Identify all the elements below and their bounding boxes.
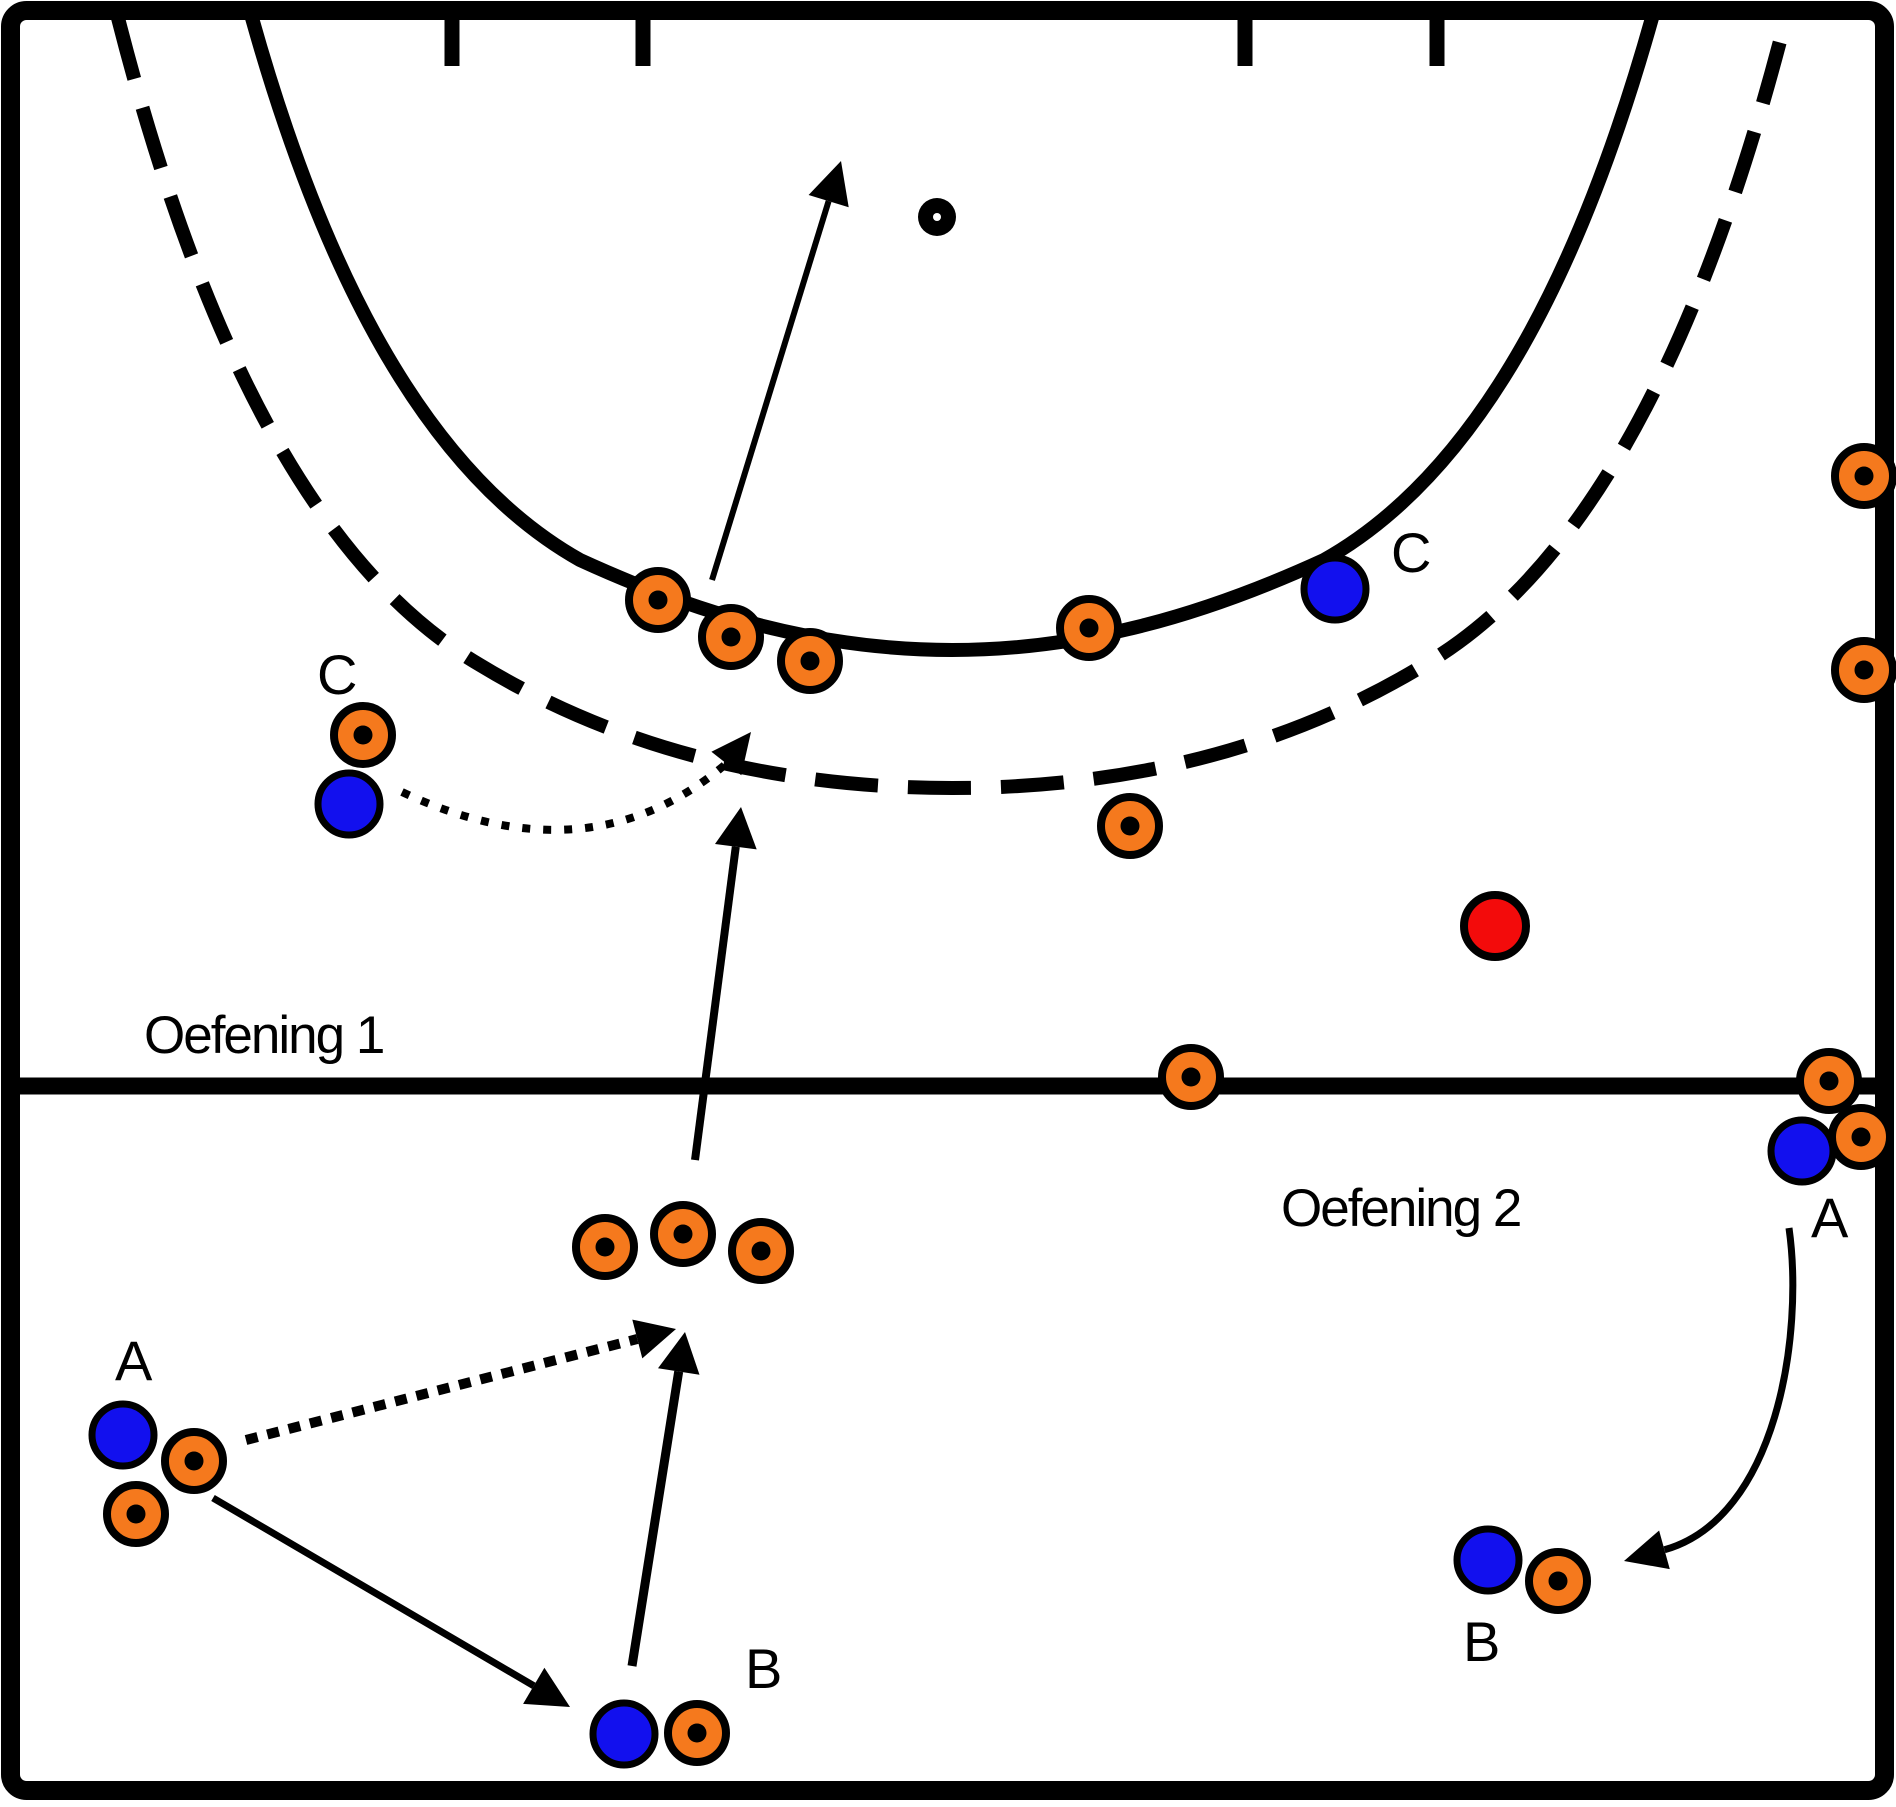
svg-text:B: B	[745, 1637, 782, 1700]
svg-text:B: B	[1463, 1610, 1500, 1673]
svg-text:C: C	[1391, 521, 1431, 584]
svg-text:A: A	[1811, 1186, 1849, 1249]
svg-text:Oefening 1: Oefening 1	[144, 1006, 383, 1065]
svg-text:C: C	[317, 643, 357, 706]
svg-text:Oefening 2: Oefening 2	[1281, 1179, 1520, 1238]
svg-text:A: A	[115, 1329, 153, 1392]
